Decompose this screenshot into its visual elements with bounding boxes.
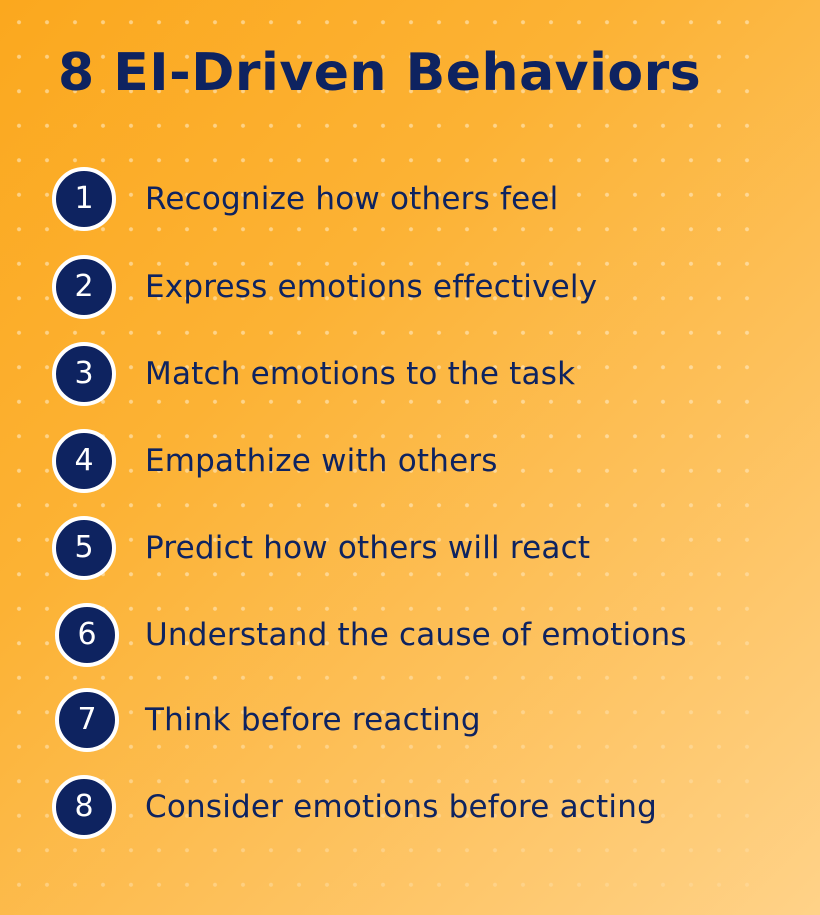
behavior-label: Consider emotions before acting	[145, 789, 657, 825]
list-item-behavior-1: 1 Recognize how others feel	[52, 167, 558, 231]
number-badge-icon: 2	[52, 255, 116, 319]
number-badge-icon: 5	[52, 516, 116, 580]
list-item-behavior-7: 7 Think before reacting	[55, 688, 481, 752]
behavior-label: Recognize how others feel	[145, 181, 559, 217]
behavior-label: Empathize with others	[145, 443, 498, 479]
page-title: 8 EI-Driven Behaviors	[58, 43, 702, 103]
behavior-label: Understand the cause of emotions	[145, 617, 687, 653]
list-item-behavior-3: 3 Match emotions to the task	[52, 342, 575, 406]
number-badge-icon: 7	[55, 688, 119, 752]
list-item-behavior-4: 4 Empathize with others	[52, 429, 498, 493]
number-badge-icon: 8	[52, 775, 116, 839]
number-badge-icon: 1	[52, 167, 116, 231]
list-item-behavior-8: 8 Consider emotions before acting	[52, 775, 657, 839]
list-item-behavior-2: 2 Express emotions effectively	[52, 255, 597, 319]
list-item-behavior-6: 6 Understand the cause of emotions	[55, 603, 687, 667]
behavior-label: Match emotions to the task	[145, 356, 576, 392]
behavior-label: Think before reacting	[145, 702, 481, 738]
dot-grid-pattern	[5, 5, 765, 910]
list-item-behavior-5: 5 Predict how others will react	[52, 516, 590, 580]
number-badge-icon: 4	[52, 429, 116, 493]
behavior-label: Express emotions effectively	[145, 269, 598, 305]
number-badge-icon: 3	[52, 342, 116, 406]
behavior-label: Predict how others will react	[145, 530, 591, 566]
number-badge-icon: 6	[55, 603, 119, 667]
